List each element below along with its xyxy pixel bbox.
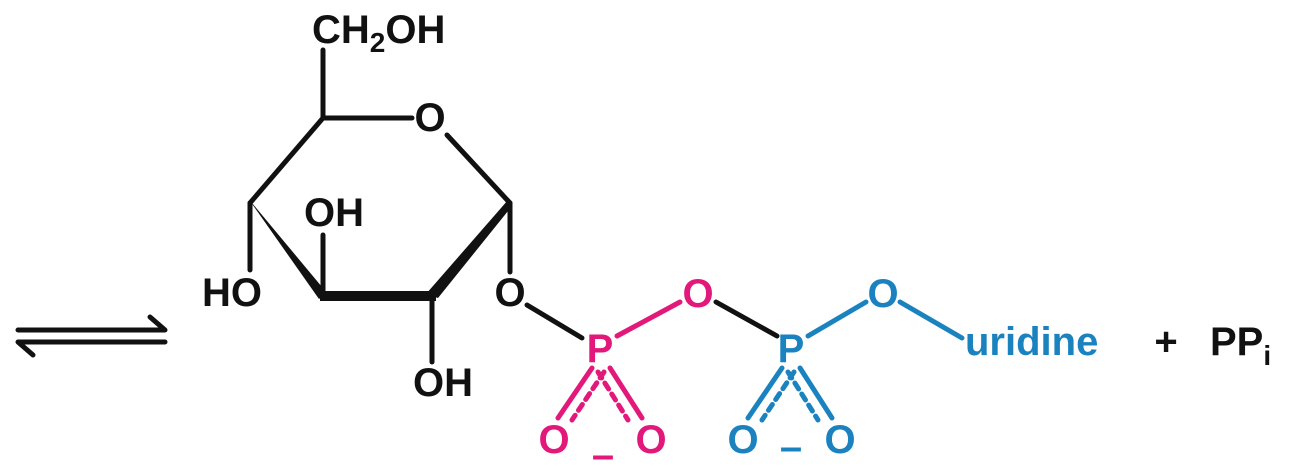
p1-charge-label: – [592, 433, 614, 470]
ch2oh-label: CH2OH [312, 8, 445, 58]
pyrophosphate-label: PPi [1210, 320, 1271, 371]
p1-bond-left-solid [555, 365, 595, 421]
bond-ester-o-uridine [897, 299, 965, 341]
bond-ring-o-c1 [444, 132, 513, 206]
p1-oxygen-right-label: O [635, 418, 666, 462]
bond-p1-bridge-o [614, 299, 683, 339]
p1-bond-left-dashed [569, 369, 607, 423]
p2-bond-right-dashed [785, 369, 821, 423]
c3-oh-label: OH [304, 191, 364, 235]
forward-arrow [15, 314, 168, 333]
wedge-c4-c3 [250, 201, 327, 299]
phosphorus-2-label: P [778, 327, 805, 371]
ester-oxygen-label: O [867, 272, 898, 316]
p1-oxygen-left-label: O [538, 418, 569, 462]
phosphate-chain-bonds [524, 299, 965, 341]
bridge-oxygen-label: O [682, 272, 713, 316]
phosphorus-1-label: P [587, 327, 614, 371]
wedge-c3-c2 [320, 291, 436, 301]
p2-bond-left-solid [745, 365, 785, 421]
p1-bond-right-solid [607, 365, 645, 421]
p1-bond-right-dashed [595, 369, 631, 423]
uridine-label: uridine [965, 320, 1098, 364]
glucose-wedge-bonds [250, 200, 512, 301]
p2-oxygen-right-label: O [824, 418, 855, 462]
equilibrium-arrow [15, 314, 168, 358]
c2-oh-label: OH [413, 361, 473, 405]
c4-ho-label: HO [202, 271, 262, 315]
bond-c5-c4 [247, 115, 326, 206]
ring-oxygen-label: O [414, 96, 445, 140]
p2-bond-left-dashed [759, 369, 797, 423]
p2-bond-right-solid [797, 365, 835, 421]
anomeric-oxygen-label: O [494, 271, 525, 315]
phosphate-1-oxygen-bonds [555, 365, 645, 423]
phosphate-2-oxygen-bonds [745, 365, 835, 423]
reverse-arrow [15, 339, 168, 358]
bond-bridge-o-p2 [713, 299, 780, 339]
bond-o1-p1 [524, 302, 585, 341]
bond-p2-ester-o [805, 299, 869, 339]
p2-charge-label: – [780, 425, 802, 469]
plus-sign: + [1154, 320, 1177, 364]
p2-oxygen-left-label: O [727, 418, 758, 462]
wedge-c2-c1 [426, 200, 512, 298]
glucose-ring-bonds [247, 47, 513, 365]
